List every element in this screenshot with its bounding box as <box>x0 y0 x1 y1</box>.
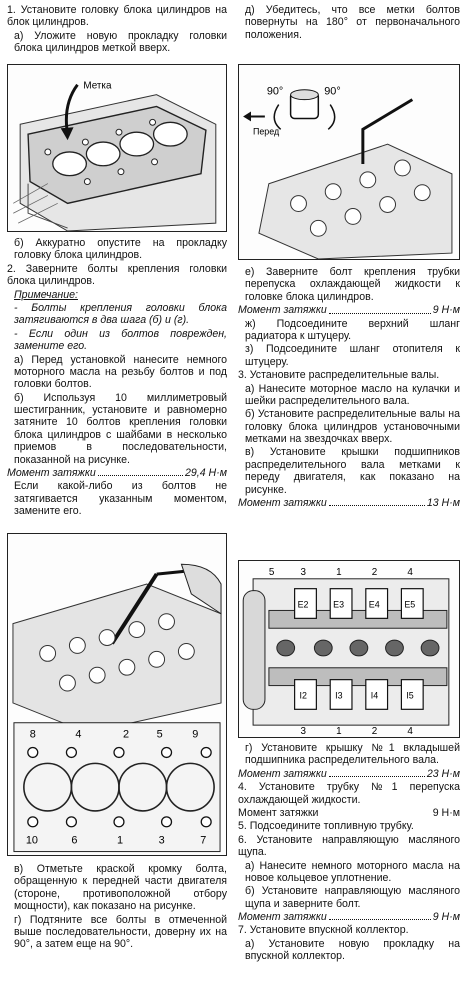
bolt-number: 1 <box>117 835 123 847</box>
step-z: з) Подсоедините шланг отопителя к штуцер… <box>245 343 460 368</box>
figure-head-gasket: Метка <box>7 64 227 232</box>
torque-spec-1: Момент затяжки 29,4 Н·м <box>7 467 227 479</box>
torque-value: 9 Н·м <box>432 911 460 924</box>
step-4: 4. Установите трубку №1 перепуска охлажд… <box>238 781 460 806</box>
bolt-number: 2 <box>123 729 129 741</box>
torque-value: 9 Н·м <box>432 806 460 819</box>
torque-label: Момент затяжки <box>7 467 96 480</box>
right-column-bottom: г) Установите крышку №1 вкладышей подшип… <box>238 742 460 964</box>
right-column-mid: е) Заверните болт крепления трубки переп… <box>238 266 460 510</box>
bolt-number: 10 <box>26 835 38 847</box>
step-3v: в) Установите крышки подшипников распред… <box>245 446 460 496</box>
cap-mark: I4 <box>371 690 378 700</box>
torque-label: Момент затяжки <box>238 767 327 780</box>
step-5: 5. Подсоедините топливную трубку. <box>238 820 414 833</box>
cap-number: 2 <box>372 567 378 578</box>
bolt-number: 3 <box>159 835 165 847</box>
bolt-number: 9 <box>192 729 198 741</box>
step-3g: г) Установите крышку №1 вкладышей подшип… <box>245 742 460 767</box>
cap-mark: I5 <box>406 690 413 700</box>
figure-bolt-marks: 90° 90° Перед <box>238 64 460 260</box>
note-title: Примечание: <box>14 288 78 301</box>
torque-spec-4: Момент затяжки 23 Н·м <box>238 768 460 780</box>
step-zh: ж) Подсоедините верхний шланг радиатора … <box>245 317 460 342</box>
step-e: е) Заверните болт крепления трубки переп… <box>245 266 460 303</box>
torque-label: Момент затяжки <box>238 806 319 819</box>
note-2: - Если один из болтов поврежден, заменит… <box>14 327 227 353</box>
torque-label: Момент затяжки <box>238 304 327 317</box>
step-2g: г) Подтяните все болты в отмеченной выше… <box>14 913 227 951</box>
torque-value: 13 Н·м <box>426 497 460 510</box>
cap-mark: E4 <box>369 599 380 609</box>
front-label: Перед <box>253 126 280 136</box>
bolt-number: 7 <box>200 835 206 847</box>
torque-spec-2: Момент затяжки 9 Н·м <box>238 304 460 316</box>
step-1b: б) Аккуратно опустите на прокладку голов… <box>14 237 227 262</box>
cap-mark: E5 <box>404 599 415 609</box>
torque-label: Момент затяжки <box>238 497 327 510</box>
cap-mark: I2 <box>300 690 307 700</box>
figure-camshaft-caps: 5 3 1 2 4 E2 E3 E4 E5 I2 I3 I4 I5 3 1 2 … <box>238 560 460 738</box>
left-column-bottom: в) Отметьте краской кромку болта, обраще… <box>7 863 227 952</box>
step-1a: а) Уложите новую прокладку головки блока… <box>14 29 227 55</box>
torque-value: 23 Н·м <box>426 767 460 780</box>
step-3b: б) Установите распределительные валы на … <box>245 408 460 446</box>
bolt-number: 8 <box>30 729 36 741</box>
torque-spec-6: Момент затяжки 9 Н·м <box>238 911 460 923</box>
left-column-mid: б) Аккуратно опустите на прокладку голов… <box>7 237 227 519</box>
angle-label: 90° <box>324 86 340 98</box>
step-2b: б) Используя 10 миллиметровый шестигранн… <box>14 391 227 466</box>
cap-number: 5 <box>269 567 275 578</box>
step-2: 2. Заверните болты крепления головки бло… <box>7 262 227 288</box>
right-column: д) Убедитесь, что все метки болтов повер… <box>238 4 460 42</box>
torque-value: 9 Н·м <box>432 304 460 317</box>
torque-spec-5: Момент затяжки 9 Н·м <box>238 807 460 819</box>
left-column: 1. Установите головку блока цилиндров на… <box>7 4 227 56</box>
bolt-number: 6 <box>71 835 77 847</box>
bolt-marks-drawing: 90° 90° Перед <box>243 86 453 259</box>
step-6: 6. Установите направляющую масляного щуп… <box>238 833 460 859</box>
step-6a: а) Нанесите немного моторного масла на н… <box>245 859 460 884</box>
note-1: - Болты крепления головки блока затягива… <box>14 301 227 327</box>
cap-number: 1 <box>336 726 342 737</box>
step-3a: а) Нанесите моторное масло на кулачки и … <box>245 382 460 407</box>
step-2v: в) Отметьте краской кромку болта, обраще… <box>14 863 227 913</box>
step-2a: а) Перед установкой нанесите немного мот… <box>14 353 227 391</box>
bolt-number: 5 <box>157 729 163 741</box>
step-7: 7. Установите впускной коллектор. <box>238 924 409 937</box>
cap-number: 2 <box>372 726 378 737</box>
camshaft-caps-drawing: 5 3 1 2 4 E2 E3 E4 E5 I2 I3 I4 I5 3 1 2 … <box>242 567 450 737</box>
torque-label: Момент затяжки <box>238 911 327 924</box>
figure-label-mark: Метка <box>83 81 112 92</box>
cap-number: 3 <box>301 567 307 578</box>
cap-mark: E3 <box>333 599 344 609</box>
step-6b: б) Установите направляющую масляного щуп… <box>245 885 460 910</box>
bolt-sequence-drawing: 8 4 2 5 9 10 6 1 3 7 <box>12 563 222 853</box>
step-3: 3. Установите распределительные валы. <box>238 369 440 382</box>
torque-spec-3: Момент затяжки 13 Н·м <box>238 497 460 509</box>
figure-bolt-sequence: 8 4 2 5 9 10 6 1 3 7 <box>7 533 227 856</box>
angle-label: 90° <box>267 86 283 98</box>
cap-number: 4 <box>407 726 413 737</box>
cap-number: 3 <box>301 726 307 737</box>
cap-mark: E2 <box>298 599 309 609</box>
head-gasket-drawing: Метка <box>13 81 217 231</box>
cap-number: 1 <box>336 567 342 578</box>
step-1: 1. Установите головку блока цилиндров на… <box>7 4 227 29</box>
step-2-note: Если какой-либо из болтов не затягиваетс… <box>14 480 227 518</box>
bolt-number: 4 <box>75 729 81 741</box>
step-7a: а) Установите новую прокладку на впускно… <box>245 937 460 963</box>
cap-mark: I3 <box>335 690 342 700</box>
step-d: д) Убедитесь, что все метки болтов повер… <box>245 4 460 41</box>
cap-number: 4 <box>407 567 413 578</box>
torque-value: 29,4 Н·м <box>184 467 227 480</box>
